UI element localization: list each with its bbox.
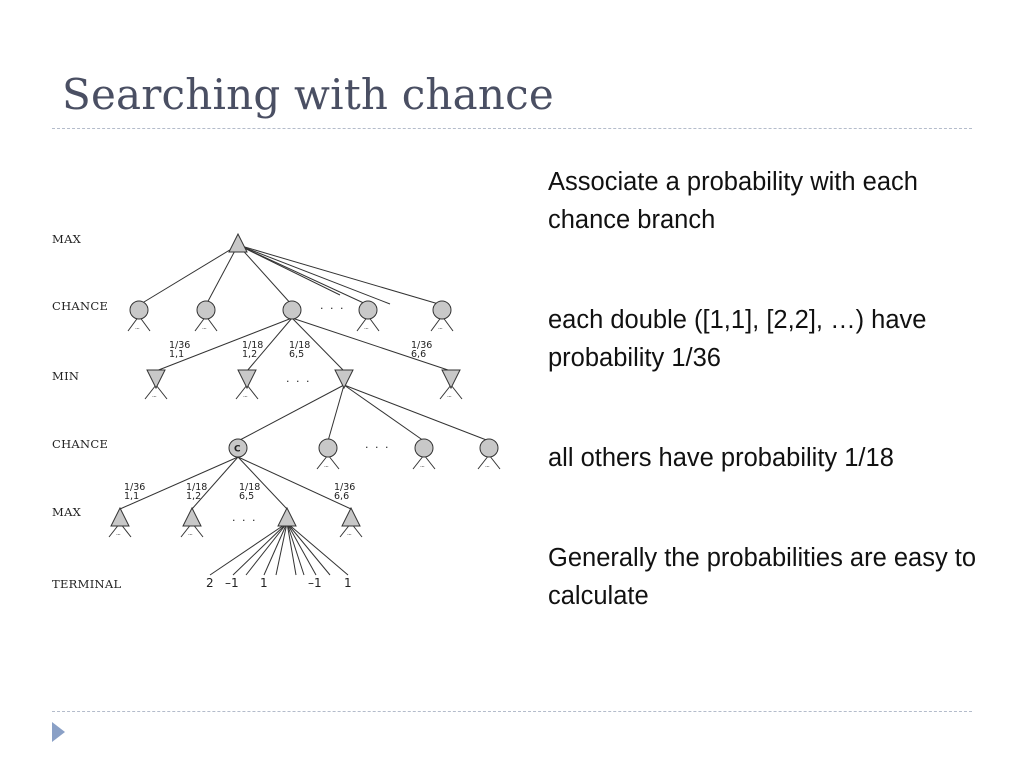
bullet-item: Generally the probabilities are easy to … xyxy=(548,544,977,610)
branch-prob: 1/36 xyxy=(411,340,432,351)
branch-prob: 1/18 xyxy=(239,482,260,493)
terminal-value: –1 xyxy=(308,576,322,590)
max-node xyxy=(341,506,361,527)
branch-prob: 1/36 xyxy=(334,482,355,493)
level-label-min: MIN xyxy=(52,369,79,383)
level-label-terminal: TERMINAL xyxy=(52,577,122,591)
terminal-value: –1 xyxy=(225,576,239,590)
slide-title: Searching with chance xyxy=(62,70,554,119)
branch-prob: 1/18 xyxy=(186,482,207,493)
max-node-expanded xyxy=(277,506,297,527)
leaf-marker: ... xyxy=(188,530,193,537)
terminal-value: 2 xyxy=(206,576,214,590)
expectiminimax-tree: MAX CHANCE MIN CHANCE MAX TERMINAL . . .… xyxy=(52,232,501,591)
branch-prob: 1/36 xyxy=(169,340,190,351)
branch-prob: 1/18 xyxy=(242,340,263,351)
leaf-marker: ... xyxy=(447,392,452,399)
collapsed-stubs xyxy=(108,315,501,538)
level-label-max: MAX xyxy=(52,232,82,246)
chance-node-c xyxy=(228,438,248,458)
chance-node xyxy=(129,300,149,320)
branch-roll: 1,2 xyxy=(186,491,201,502)
chance-node-label: C xyxy=(234,445,241,455)
terminal-value: 1 xyxy=(344,576,352,590)
chance-node xyxy=(318,438,338,458)
chance-node xyxy=(358,300,378,320)
ellipsis: . . . xyxy=(320,299,345,312)
bullet-item: Associate a probability with each chance… xyxy=(548,168,918,234)
leaf-marker: ... xyxy=(420,462,425,469)
branch-prob: 1/18 xyxy=(289,340,310,351)
edges-root xyxy=(119,244,490,576)
leaf-marker: ... xyxy=(116,530,121,537)
leaf-marker: ... xyxy=(324,462,329,469)
ellipsis: . . . xyxy=(232,511,257,524)
leaf-marker: ... xyxy=(135,324,140,331)
bullet-item: all others have probability 1/18 xyxy=(548,444,894,472)
play-arrow-icon xyxy=(52,722,65,742)
chance-node xyxy=(432,300,452,320)
branch-roll: 6,6 xyxy=(411,349,426,360)
leaf-marker: ... xyxy=(152,392,157,399)
leaf-marker: ... xyxy=(364,324,369,331)
leaf-marker: ... xyxy=(438,324,443,331)
max-node-root xyxy=(228,232,248,253)
branch-roll: 6,5 xyxy=(289,349,304,360)
ellipsis: . . . xyxy=(286,372,311,385)
min-node xyxy=(146,369,166,390)
level-label-chance: CHANCE xyxy=(52,299,108,313)
bullet-list: Associate a probability with each chance… xyxy=(548,163,988,615)
terminal-value: 1 xyxy=(260,576,268,590)
branch-roll: 6,6 xyxy=(334,491,349,502)
branch-prob: 1/36 xyxy=(124,482,145,493)
max-node xyxy=(182,506,202,527)
branch-roll: 6,5 xyxy=(239,491,254,502)
chance-node xyxy=(414,438,434,458)
leaf-marker: ... xyxy=(202,324,207,331)
leaf-marker: ... xyxy=(485,462,490,469)
chance-node xyxy=(196,300,216,320)
chance-node xyxy=(479,438,499,458)
branch-roll: 1,2 xyxy=(242,349,257,360)
min-node xyxy=(237,369,257,390)
chance-node-expanded xyxy=(282,300,302,320)
leaf-marker: ... xyxy=(243,392,248,399)
min-node-expanded xyxy=(334,369,354,390)
max-node xyxy=(110,506,130,527)
level-label-max-2: MAX xyxy=(52,505,82,519)
min-node xyxy=(441,369,461,390)
leaf-marker: ... xyxy=(347,530,352,537)
branch-roll: 1,1 xyxy=(124,491,139,502)
branch-roll: 1,1 xyxy=(169,349,184,360)
title-divider xyxy=(52,128,972,129)
footer-divider xyxy=(52,711,972,712)
ellipsis: . . . xyxy=(365,438,390,451)
bullet-item: each double ([1,1], [2,2], …) have proba… xyxy=(548,306,927,372)
level-label-chance-2: CHANCE xyxy=(52,437,108,451)
